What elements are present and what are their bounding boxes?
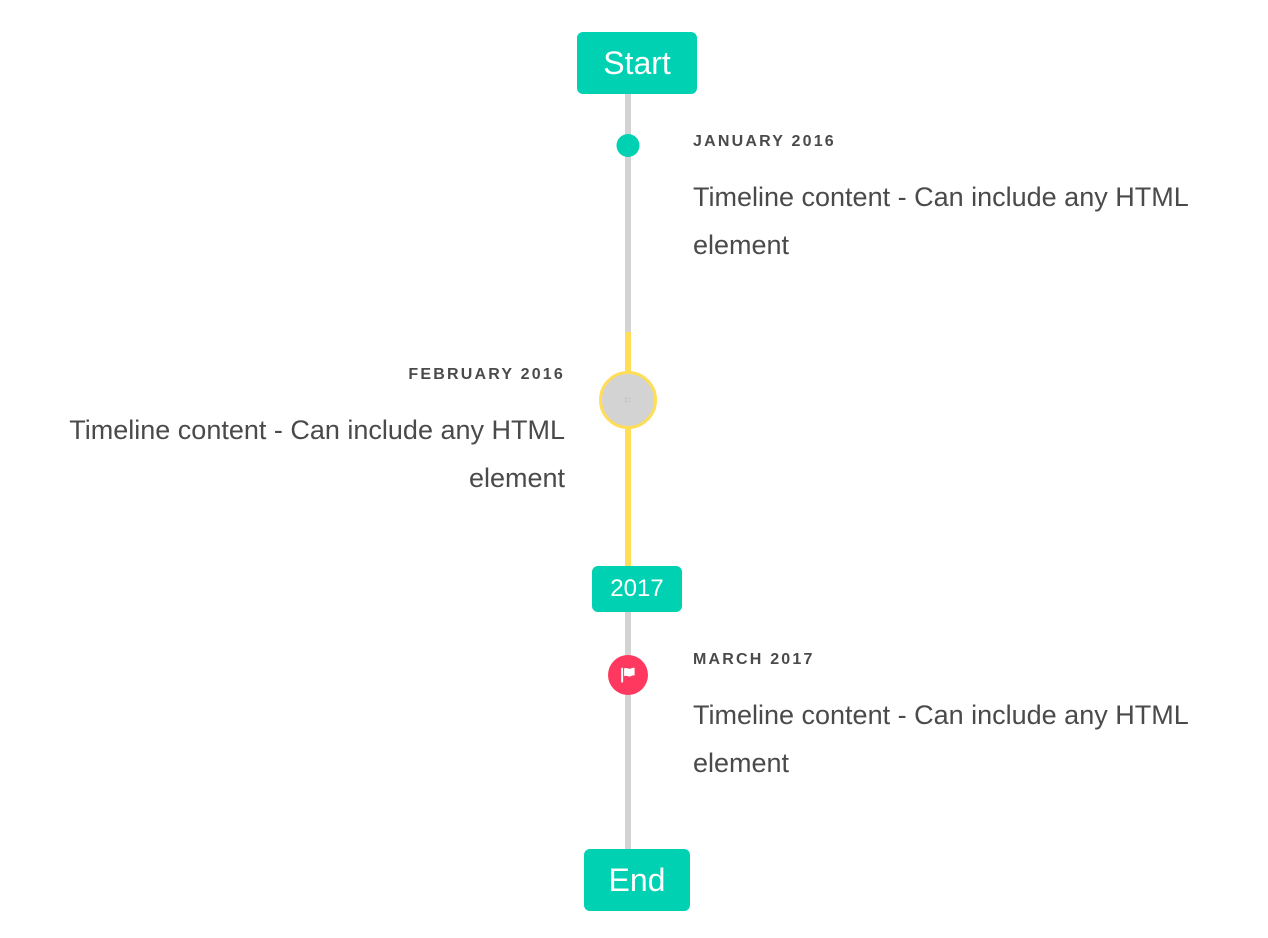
timeline-entry-body: Timeline content - Can include any HTML … <box>69 415 565 494</box>
timeline-entry-january: JANUARY 2016 Timeline content - Can incl… <box>693 133 1223 269</box>
flag-icon <box>621 667 635 683</box>
timeline-entry-february: FEBRUARY 2016 Timeline content - Can inc… <box>40 366 565 502</box>
timeline-rail-segment-highlighted <box>625 332 631 570</box>
timeline-footer-badge-end[interactable]: End <box>584 849 690 911</box>
timeline-entry-body: Timeline content - Can include any HTML … <box>693 182 1188 261</box>
timeline-marker-dot-january[interactable] <box>616 134 640 157</box>
timeline-entry-date: MARCH 2017 <box>693 651 815 668</box>
timeline-entry-date: JANUARY 2016 <box>693 133 836 150</box>
timeline-header-badge-start[interactable]: Start <box>577 32 697 94</box>
timeline-marker-image-february[interactable]: ⌗ <box>599 371 657 429</box>
timeline-header-badge-2017[interactable]: 2017 <box>592 566 682 612</box>
timeline-rail-segment-bottom <box>625 610 631 850</box>
broken-image-icon: ⌗ <box>623 392 633 408</box>
timeline-entry-body: Timeline content - Can include any HTML … <box>693 700 1188 779</box>
timeline-entry-march: MARCH 2017 Timeline content - Can includ… <box>693 651 1223 787</box>
timeline-marker-flag-march[interactable] <box>608 655 648 695</box>
timeline-entry-date: FEBRUARY 2016 <box>408 366 565 383</box>
timeline-rail-segment-top <box>625 88 631 338</box>
